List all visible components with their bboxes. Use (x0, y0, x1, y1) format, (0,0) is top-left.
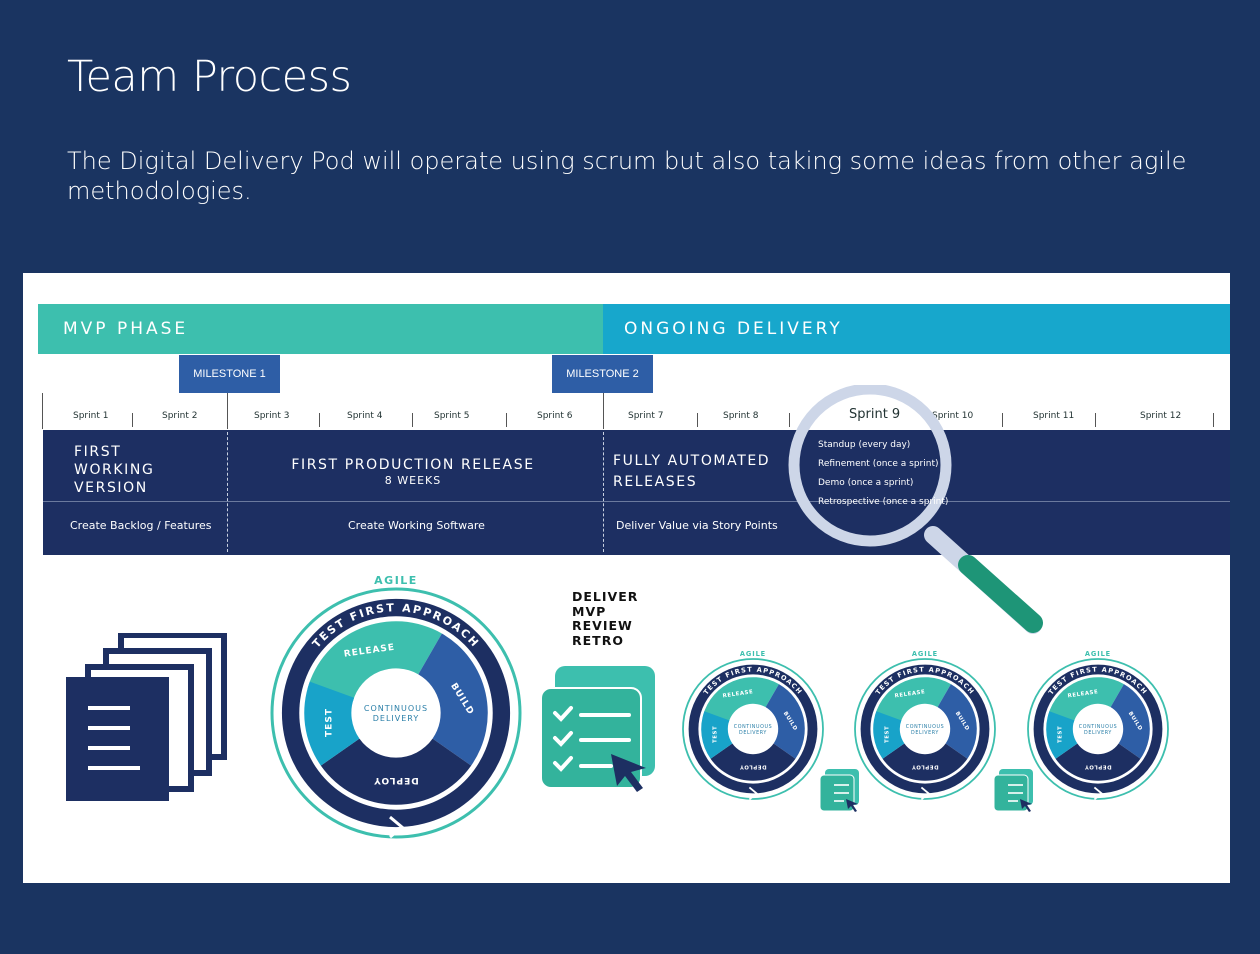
stage-fully-automated-releases: FULLY AUTOMATED RELEASES (613, 453, 771, 490)
segment-label: TEST (1058, 726, 1064, 743)
agile-label: AGILE (1085, 650, 1111, 658)
stage-first-production-release: FIRST PRODUCTION RELEASE 8 WEEKS (291, 457, 535, 487)
segment-label: DEPLOY (373, 775, 418, 785)
cycle-segment-build (1110, 684, 1150, 759)
stage-detail: Deliver Value via Story Points (616, 519, 778, 532)
cycle-segment-release (307, 621, 442, 702)
sprint-label: Sprint 6 (537, 411, 573, 421)
cycle-segment-test (1046, 711, 1078, 759)
checklist-icon-small (820, 769, 859, 812)
agile-label: AGILE (374, 574, 418, 587)
agile-cycle-diagram: TEST FIRST APPROACHAGILECONTINUOUSDELIVE… (270, 574, 522, 839)
cycle-segment-deploy (882, 743, 968, 781)
page-title: Team Process (67, 52, 352, 102)
ceremony-item: Refinement (once a sprint) (818, 459, 939, 469)
center-label: DELIVERY (739, 730, 767, 736)
center-label: CONTINUOUS (364, 704, 428, 713)
sprint-label: Sprint 1 (73, 411, 109, 421)
sprint-timeline: Sprint 1 Sprint 2 Sprint 3 Sprint 4 Spri… (42, 391, 1230, 429)
center-label: CONTINUOUS (906, 724, 945, 730)
stage-detail: Create Working Software (348, 519, 485, 532)
segment-label: TEST (885, 726, 891, 743)
deliver-steps: DELIVER MVP REVIEW RETRO (572, 589, 639, 648)
cycle-segment-build (765, 684, 805, 759)
checklist-icon (541, 666, 655, 792)
agile-label: AGILE (912, 650, 938, 658)
sprint-label: Sprint 4 (347, 411, 383, 421)
cycle-arrow-icon (389, 815, 405, 839)
sprint-label: Sprint 7 (628, 411, 664, 421)
stage-first-working-version: FIRST WORKING VERSION (74, 444, 155, 496)
segment-label: DEPLOY (911, 764, 938, 770)
segment-label: RELEASE (1067, 689, 1098, 699)
cycle-segment-deploy (710, 743, 796, 781)
ceremony-item: Standup (every day) (818, 440, 911, 450)
sprint-label-highlighted: Sprint 9 (849, 407, 901, 422)
cycle-segment-build (937, 684, 977, 759)
sprint-label: Sprint 2 (162, 411, 198, 421)
cycle-segment-release (702, 677, 779, 723)
cycle-arrow-icon (1093, 786, 1104, 801)
sprint-label: Sprint 11 (1033, 411, 1075, 421)
cycle-segment-test (701, 711, 733, 759)
page-subtitle: The Digital Delivery Pod will operate us… (67, 147, 1187, 205)
milestone-1: MILESTONE 1 (179, 355, 280, 393)
center-label: DELIVERY (373, 714, 420, 723)
sprint-label: Sprint 8 (723, 411, 759, 421)
document-stack-icon (66, 633, 227, 801)
sprint-label: Sprint 3 (254, 411, 290, 421)
segment-label: DEPLOY (1084, 764, 1111, 770)
segment-label: RELEASE (722, 689, 753, 699)
milestone-2: MILESTONE 2 (552, 355, 653, 393)
checklist-icon-small (994, 769, 1033, 812)
ceremony-item: Retrospective (once a sprint) (818, 497, 949, 507)
cycle-segment-deploy (1055, 743, 1141, 781)
cycle-segment-release (874, 677, 951, 723)
segment-label: TEST (324, 708, 334, 737)
outer-ring (854, 658, 996, 800)
segment-label: TEST (713, 726, 719, 743)
cycle-segment-test (304, 681, 360, 766)
stage-band: FIRST WORKING VERSION FIRST PRODUCTION R… (43, 430, 1230, 555)
cycle-segment-release (1047, 677, 1124, 723)
ongoing-delivery-bar: ONGOING DELIVERY (603, 304, 1230, 354)
center-label: DELIVERY (911, 730, 939, 736)
sprint-label: Sprint 5 (434, 411, 470, 421)
ceremony-item: Demo (once a sprint) (818, 478, 914, 488)
center-label: CONTINUOUS (1079, 724, 1118, 730)
cycle-arrow-icon (748, 786, 759, 801)
center-label: CONTINUOUS (734, 724, 773, 730)
cycle-segment-test (873, 711, 905, 759)
outer-ring (682, 658, 824, 800)
outer-ring (270, 587, 522, 839)
cycle-arrow-icon (920, 786, 931, 801)
segment-label: RELEASE (894, 689, 925, 699)
agile-label: AGILE (740, 650, 766, 658)
process-diagram: MVP PHASE ONGOING DELIVERY MILESTONE 1 M… (23, 273, 1230, 883)
sprint-label: Sprint 10 (932, 411, 974, 421)
stage-detail: Create Backlog / Features (70, 519, 212, 532)
cycle-segment-deploy (320, 738, 472, 805)
magnifier-icon (788, 385, 1043, 634)
segment-label: DEPLOY (739, 764, 766, 770)
mvp-phase-bar: MVP PHASE (38, 304, 603, 354)
cycle-segment-build (418, 633, 488, 766)
outer-ring (1027, 658, 1169, 800)
agile-cycle-small: TEST FIRST APPROACHAGILECONTINUOUSDELIVE… (682, 650, 824, 801)
agile-cycle-small: TEST FIRST APPROACHAGILECONTINUOUSDELIVE… (1027, 650, 1169, 801)
sprint-label: Sprint 12 (1140, 411, 1182, 421)
center-label: DELIVERY (1084, 730, 1112, 736)
agile-cycle-small: TEST FIRST APPROACHAGILECONTINUOUSDELIVE… (854, 650, 996, 801)
